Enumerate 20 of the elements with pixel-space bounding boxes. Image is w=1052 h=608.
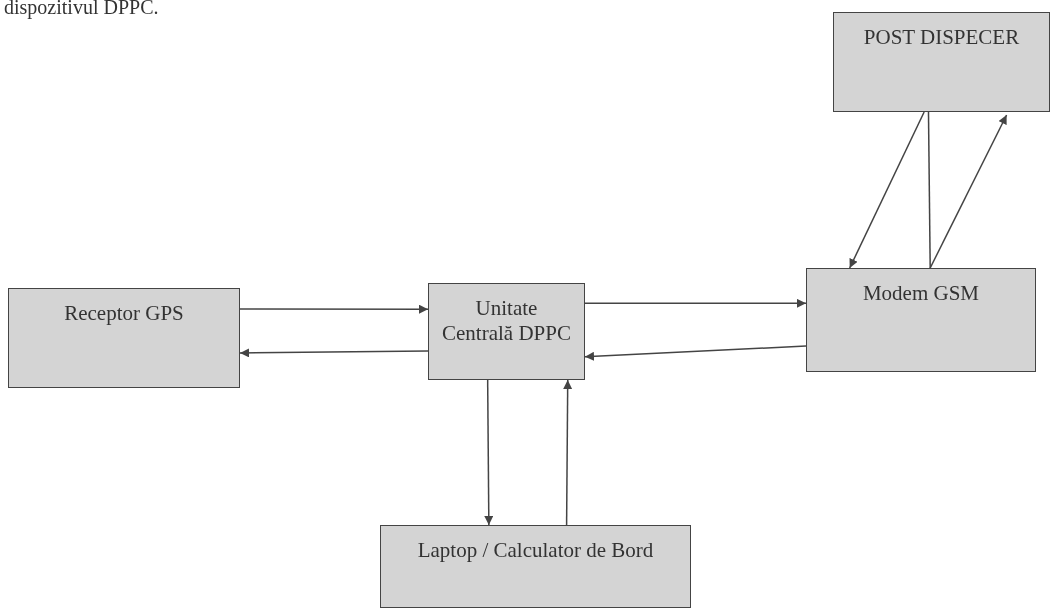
arrow — [584, 345, 807, 361]
arrow — [563, 379, 573, 526]
process-box — [380, 525, 691, 608]
connector-line — [927, 111, 931, 269]
arrow — [848, 111, 925, 269]
box-label: Laptop / Calculator de Bord — [417, 538, 654, 564]
box-label: Unitate Centrală DPPC — [441, 296, 572, 347]
process-box — [8, 288, 240, 388]
process-box — [833, 12, 1050, 112]
box-label: Receptor GPS — [64, 301, 184, 327]
arrow — [929, 114, 1008, 269]
process-box — [428, 283, 585, 380]
arrow — [239, 304, 429, 314]
caption-text: dispozitivul DPPC. — [4, 0, 159, 19]
process-box — [806, 268, 1036, 372]
arrow — [484, 379, 494, 526]
arrow — [239, 348, 429, 358]
arrow — [584, 298, 807, 308]
box-label: Modem GSM — [862, 281, 980, 307]
box-label: POST DISPECER — [863, 25, 1020, 51]
